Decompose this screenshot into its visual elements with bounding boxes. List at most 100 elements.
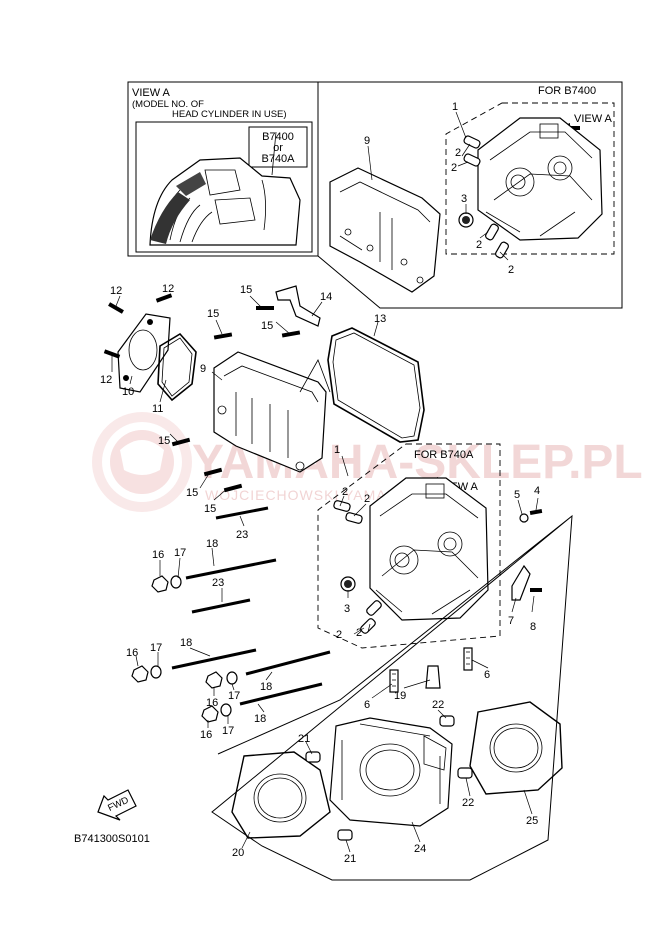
group-b7400-view-label: VIEW A — [574, 113, 613, 125]
cylinder-head-b740a — [369, 477, 489, 621]
watermark-logo-icon — [92, 412, 192, 512]
callout-3: 3 — [344, 603, 350, 615]
group-b7400: FOR B7400 VIEW A — [445, 85, 615, 259]
valve-seal-b740a — [340, 576, 356, 592]
cylinder-head-b7400 — [477, 117, 603, 241]
callout-17: 17 — [174, 547, 186, 559]
callout-23: 23 — [212, 577, 224, 589]
group-b740a-title: FOR B740A — [414, 449, 474, 461]
callout-15: 15 — [240, 284, 252, 296]
cover-gasket — [327, 327, 425, 443]
callout-11: 11 — [152, 403, 163, 415]
callout-18: 18 — [254, 713, 266, 725]
fwd-arrow-icon — [97, 789, 137, 821]
callout-19: 19 — [394, 690, 406, 702]
view-a-image-frame — [135, 121, 313, 253]
callout-12: 12 — [100, 374, 112, 386]
group-b7400-title: FOR B7400 — [538, 85, 596, 97]
callout-21: 21 — [344, 853, 356, 865]
callout-16: 16 — [126, 647, 138, 659]
callout-2: 2 — [455, 147, 461, 159]
fwd-arrow: FWD — [97, 789, 137, 821]
model-number-1: B7400 — [262, 131, 294, 143]
callout-18: 18 — [260, 681, 272, 693]
callout-10: 10 — [122, 386, 134, 398]
cylinder-head-cover — [213, 351, 331, 473]
callout-1: 1 — [334, 444, 340, 456]
model-number-or: or — [273, 142, 283, 154]
callout-16: 16 — [206, 697, 218, 709]
callout-2: 2 — [342, 486, 348, 498]
callout-12: 12 — [162, 283, 174, 295]
callout-6: 6 — [364, 699, 370, 711]
callout-8: 8 — [530, 621, 536, 633]
watermark-sub-text: WOJCIECHOWSKI YAMAHA — [205, 487, 408, 503]
callout-17: 17 — [228, 690, 240, 702]
callout-2: 2 — [451, 162, 457, 174]
callout-20: 20 — [232, 847, 244, 859]
callout-14: 14 — [320, 291, 332, 303]
cap-gasket — [157, 332, 197, 402]
diagram-code: B741300S0101 — [74, 833, 150, 845]
group-b740a: FOR B740A VIEW A — [317, 443, 501, 649]
callout-22: 22 — [462, 797, 474, 809]
callout-21: 21 — [298, 733, 310, 745]
callout-2: 2 — [508, 264, 514, 276]
view-a-note-line2: HEAD CYLINDER IN USE) — [172, 109, 287, 120]
callout-2: 2 — [336, 629, 342, 641]
callout-6: 6 — [484, 669, 490, 681]
callout-23: 23 — [236, 529, 248, 541]
cylinder-head-cover-top — [329, 167, 441, 293]
callout-2: 2 — [476, 239, 482, 251]
callout-9: 9 — [200, 363, 206, 375]
callout-7: 7 — [508, 615, 514, 627]
callout-18: 18 — [206, 538, 218, 550]
dowel-pins-b7400 — [463, 135, 509, 259]
callout-15: 15 — [158, 435, 170, 447]
callout-24: 24 — [414, 843, 426, 855]
bracket-14 — [275, 285, 321, 327]
callout-18: 18 — [180, 637, 192, 649]
dowel-pins-b740a — [333, 500, 382, 634]
callout-numbers: 1 2 2 3 2 2 9 12 12 12 10 11 15 15 15 14… — [100, 101, 540, 865]
dowel-pins-cylinder — [305, 715, 473, 841]
callout-2: 2 — [356, 627, 362, 639]
view-a-note-line1: (MODEL NO. OF — [132, 99, 204, 110]
callout-3: 3 — [461, 193, 467, 205]
cylinder-gasket-25 — [469, 701, 563, 795]
bottom-group-frame — [211, 514, 573, 881]
callout-12: 12 — [110, 285, 122, 297]
top-group-frame — [127, 81, 623, 309]
callout-15: 15 — [186, 487, 198, 499]
valve-seal-b7400 — [458, 212, 474, 228]
cylinder-block — [329, 717, 453, 827]
bracket-7 — [511, 564, 542, 601]
callout-15: 15 — [261, 320, 273, 332]
callout-2: 2 — [364, 493, 370, 505]
callout-17: 17 — [150, 642, 162, 654]
engine-photo-sketch — [149, 131, 301, 246]
callout-15: 15 — [207, 308, 219, 320]
long-bolts — [171, 506, 331, 706]
view-a-title: VIEW A — [132, 87, 171, 99]
callout-4: 4 — [534, 485, 540, 497]
callout-22: 22 — [432, 699, 444, 711]
view-a-inset: VIEW A (MODEL NO. OF HEAD CYLINDER IN US… — [132, 87, 313, 253]
model-number-box — [248, 126, 308, 168]
camshaft-cap — [117, 313, 171, 393]
callout-16: 16 — [152, 549, 164, 561]
callout-1: 1 — [452, 101, 458, 113]
leader-lines — [111, 111, 539, 853]
callout-13: 13 — [374, 313, 386, 325]
nuts-and-washers — [131, 575, 238, 723]
callout-5: 5 — [514, 489, 520, 501]
callout-9: 9 — [364, 135, 370, 147]
callout-16: 16 — [200, 729, 212, 741]
cylinder-gasket-20 — [231, 751, 331, 839]
callout-15: 15 — [204, 503, 216, 515]
springs-and-plug — [389, 647, 473, 693]
small-bolt-4-5 — [519, 508, 543, 523]
callout-25: 25 — [526, 815, 538, 827]
callout-17: 17 — [222, 725, 234, 737]
